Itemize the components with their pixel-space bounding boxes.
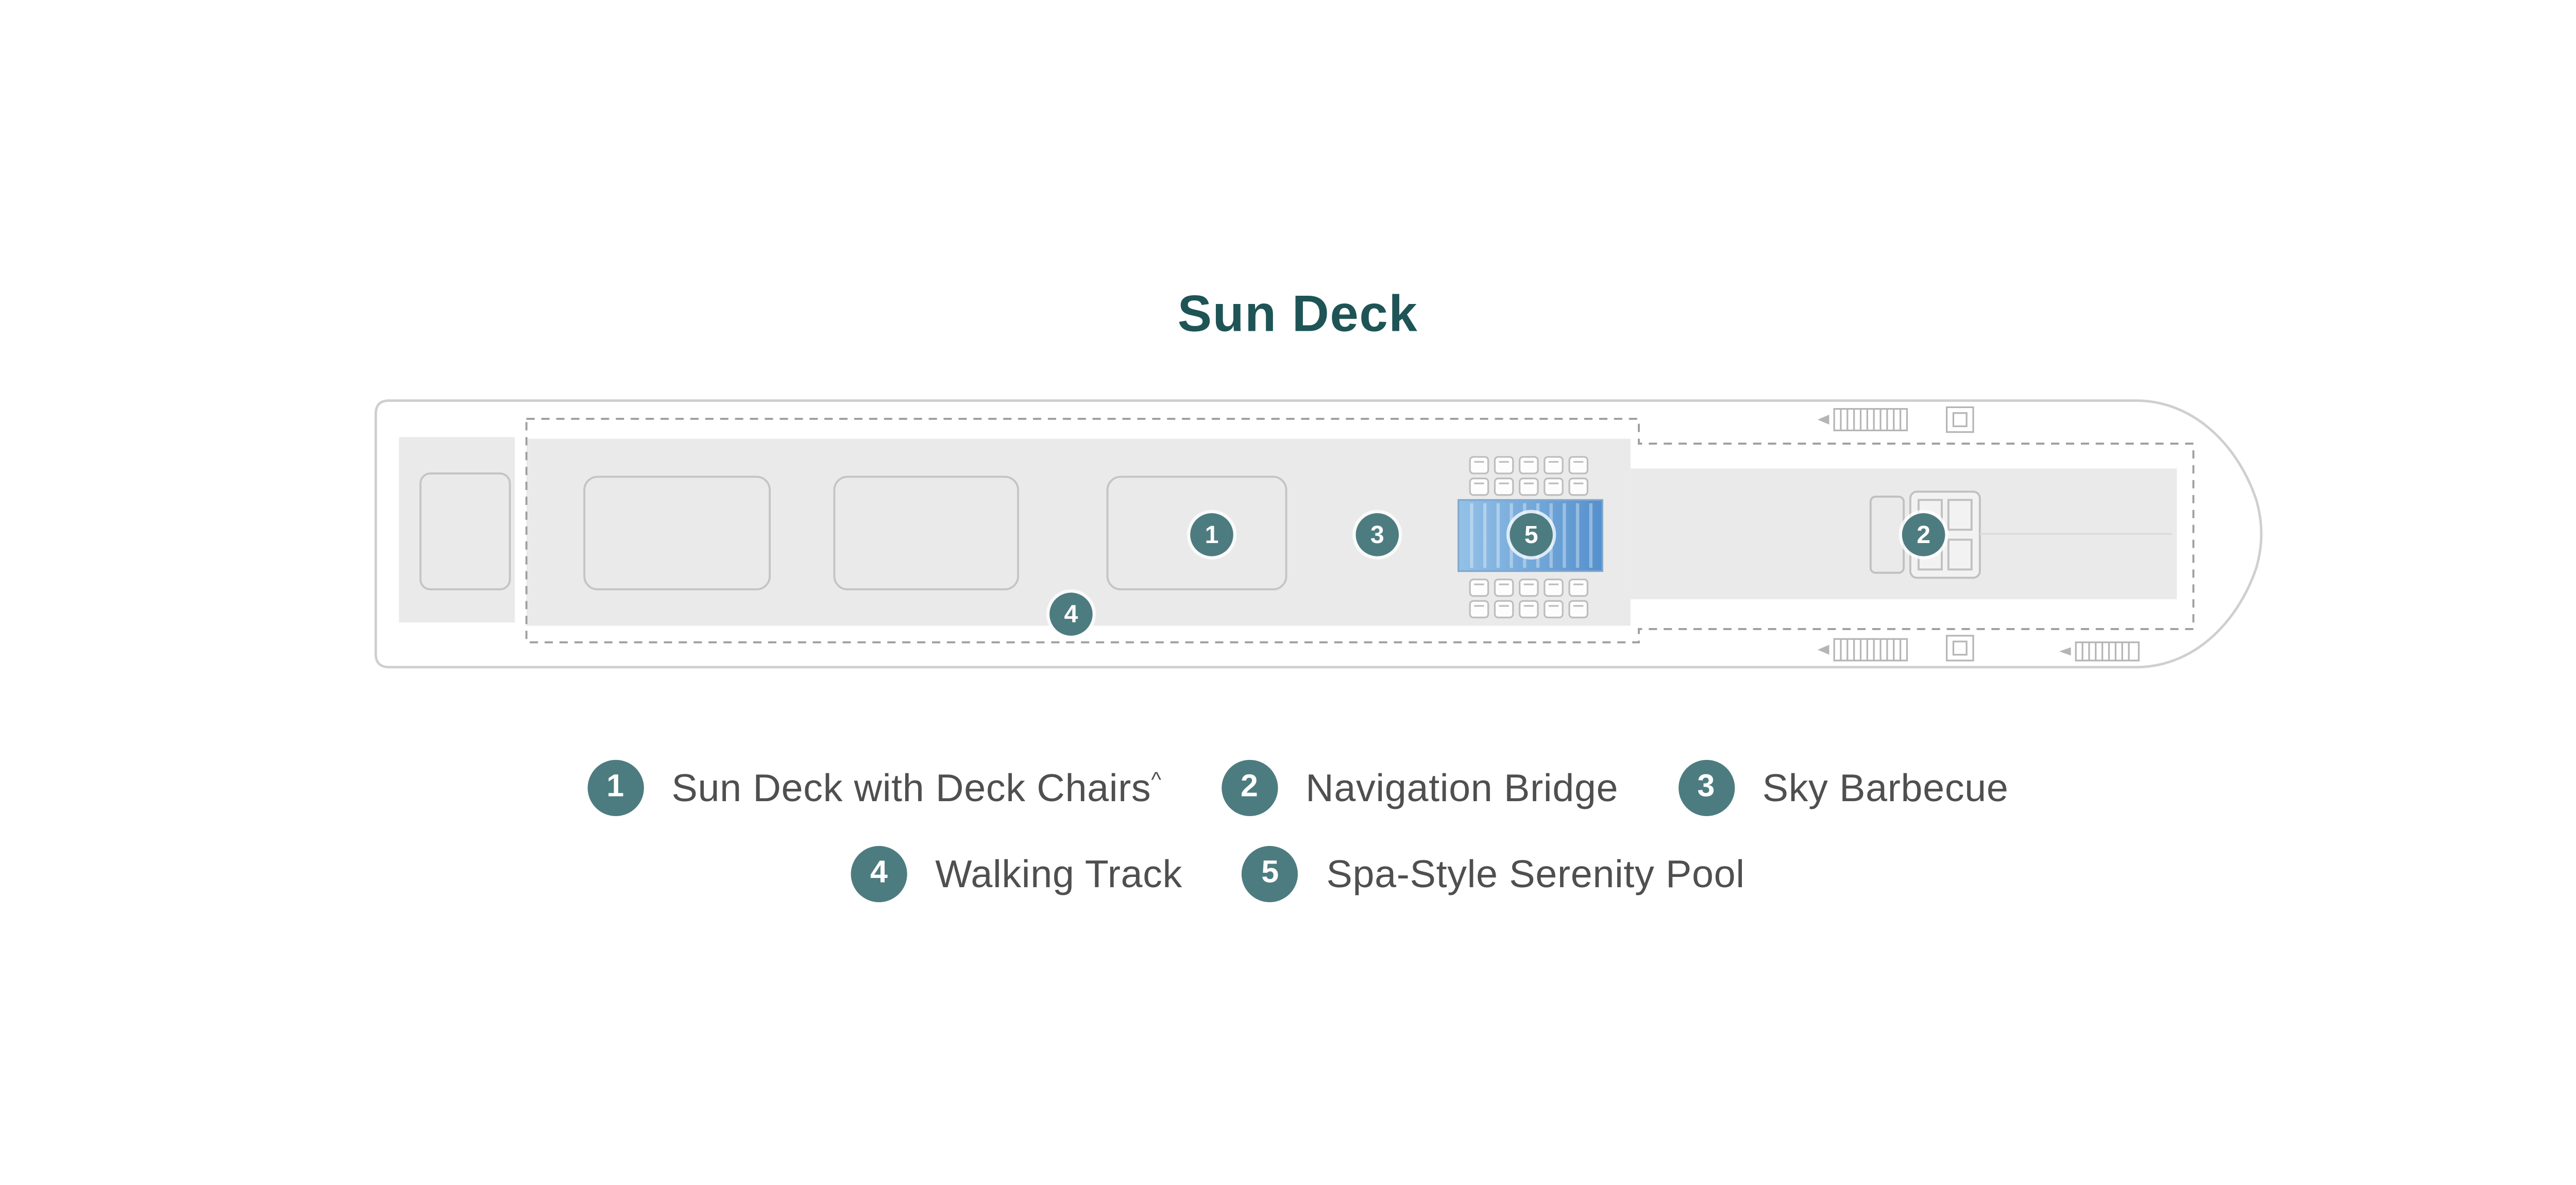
legend-label-3: Sky Barbecue xyxy=(1762,766,2009,809)
legend-badge-1: 1 xyxy=(587,759,643,817)
page-title: Sun Deck xyxy=(1177,284,1418,343)
stairs-bottom-icon xyxy=(1817,638,1908,662)
legend-label-1: Sun Deck with Deck Chairs^ xyxy=(671,766,1161,810)
structure-outline-2 xyxy=(833,476,1019,590)
legend-row-2: 4 Walking Track 5 Spa-Style Serenity Poo… xyxy=(851,845,1745,903)
legend-badge-4: 4 xyxy=(851,845,907,903)
plan-marker-2-number: 2 xyxy=(1917,520,1931,549)
walking-track-outline xyxy=(525,417,2195,644)
plan-marker-1-number: 1 xyxy=(1205,520,1219,549)
legend-item-sky-barbecue: 3 Sky Barbecue xyxy=(1677,759,2009,817)
serenity-pool xyxy=(1458,499,1603,572)
deck-area-stern xyxy=(399,437,515,623)
legend-label-5: Spa-Style Serenity Pool xyxy=(1326,852,1745,895)
stairs-top-icon xyxy=(1817,408,1908,432)
plan-marker-5: 5 xyxy=(1510,513,1553,556)
structure-outline-1 xyxy=(583,476,771,590)
legend-row-1: 1 Sun Deck with Deck Chairs^ 2 Navigatio… xyxy=(587,759,2009,817)
plan-marker-4-number: 4 xyxy=(1064,600,1078,629)
legend-label-1-superscript: ^ xyxy=(1151,766,1162,791)
plan-marker-3-number: 3 xyxy=(1370,520,1384,549)
plan-marker-1: 1 xyxy=(1190,513,1233,556)
plan-marker-5-number: 5 xyxy=(1524,520,1538,549)
structure-outline-3 xyxy=(1106,476,1287,590)
legend-badge-2: 2 xyxy=(1221,759,1278,817)
elevator-top-icon xyxy=(1945,406,1974,433)
legend: 1 Sun Deck with Deck Chairs^ 2 Navigatio… xyxy=(0,759,2576,903)
legend-badge-3: 3 xyxy=(1677,759,1735,817)
legend-label-1-text: Sun Deck with Deck Chairs xyxy=(671,766,1151,809)
legend-item-navigation-bridge: 2 Navigation Bridge xyxy=(1221,759,1619,817)
legend-item-sun-deck: 1 Sun Deck with Deck Chairs^ xyxy=(587,759,1162,817)
legend-item-walking-track: 4 Walking Track xyxy=(851,845,1182,903)
elevator-bottom-icon xyxy=(1945,635,1974,662)
stairs-bow-icon xyxy=(2059,641,2140,662)
legend-item-serenity-pool: 5 Spa-Style Serenity Pool xyxy=(1242,845,1745,903)
legend-badge-5: 5 xyxy=(1242,845,1298,903)
legend-label-4: Walking Track xyxy=(935,852,1182,895)
plan-marker-4: 4 xyxy=(1049,592,1093,636)
legend-label-2: Navigation Bridge xyxy=(1306,766,1619,809)
plan-marker-3: 3 xyxy=(1355,513,1399,556)
plan-marker-2: 2 xyxy=(1902,513,1945,556)
structure-outline-stern xyxy=(419,472,511,590)
